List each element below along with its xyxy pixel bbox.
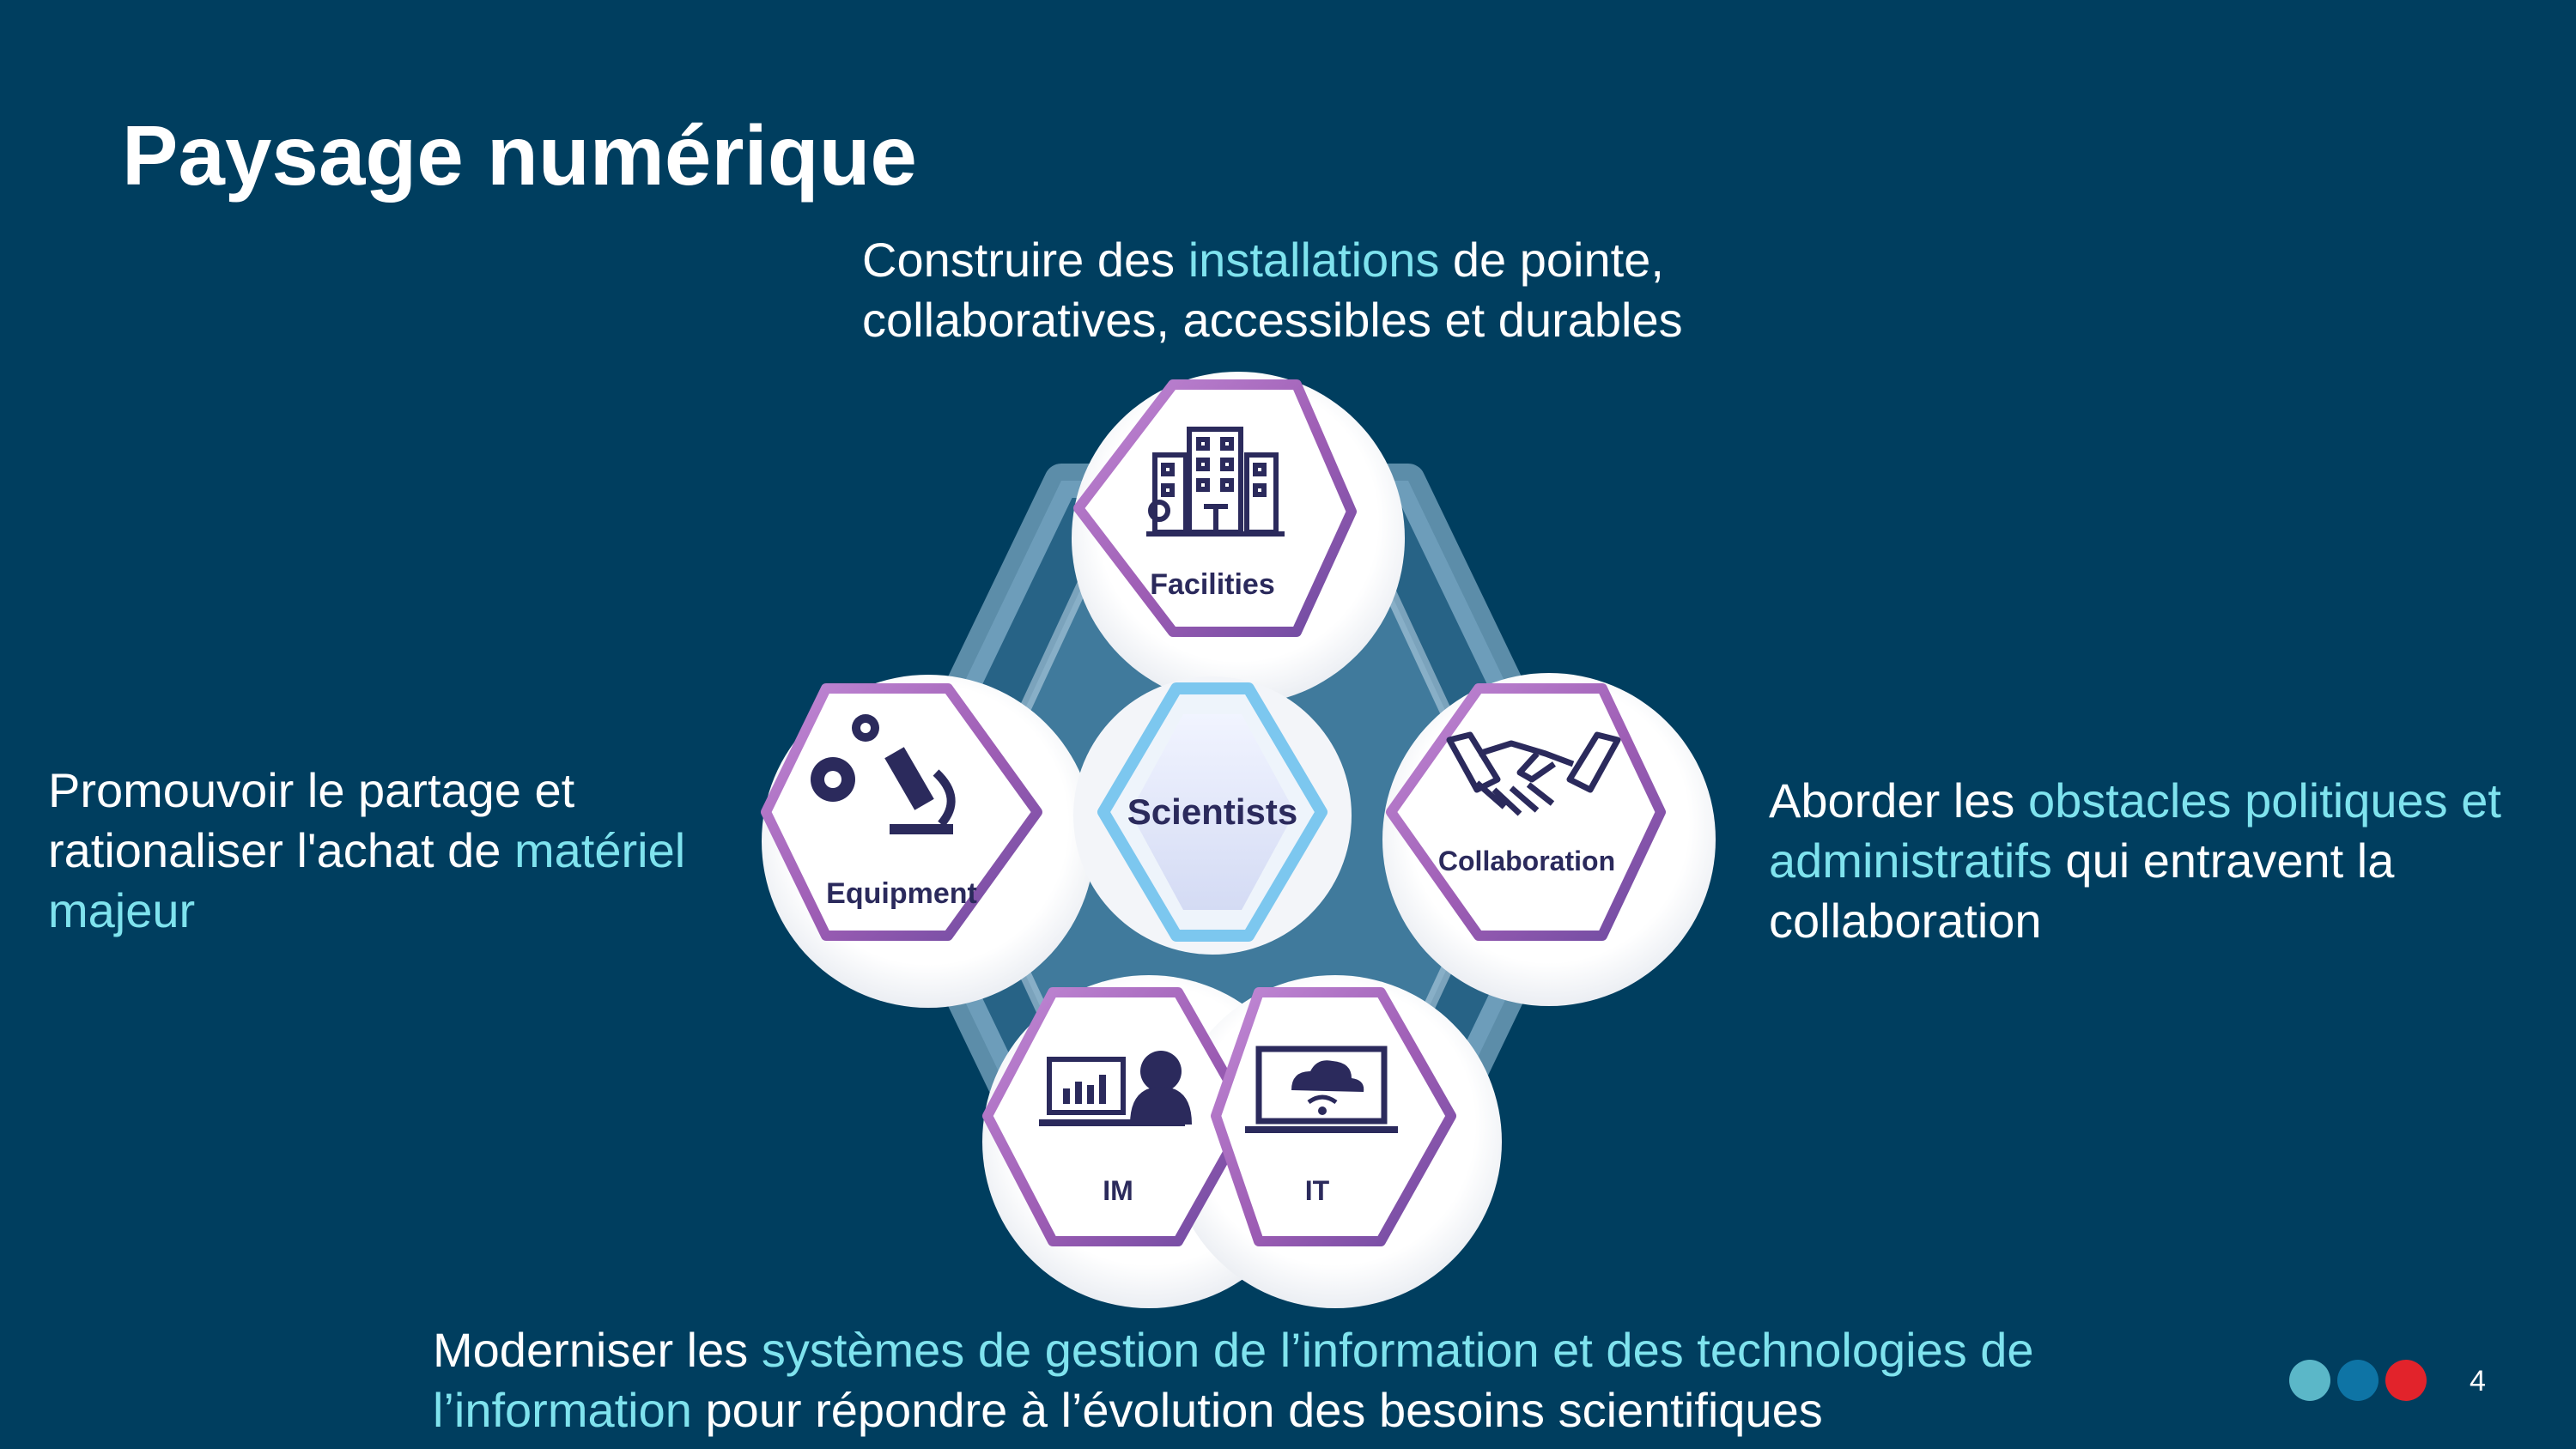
page-number: 4 (2470, 1365, 2486, 1397)
cloud-laptop-icon (1245, 1046, 1398, 1133)
brand-dot-2 (2337, 1360, 2379, 1401)
facilities-text: Construire des installations de pointe, … (862, 230, 1807, 350)
im-it-text: Moderniser les systèmes de gestion de l’… (433, 1320, 2236, 1440)
user-at-dashboard-icon (1039, 1051, 1192, 1126)
im-it-text-post: pour répondre à l’évolution des besoins … (691, 1383, 1823, 1437)
im-node: IM (982, 987, 1254, 1246)
collaboration-text-pre: Aborder les (1769, 773, 2028, 828)
facilities-node: Facilities (1073, 379, 1357, 637)
brand-dots (2289, 1360, 2427, 1401)
building-icon (1146, 427, 1285, 537)
collaboration-text-post: qui entravent la collaboration (1769, 834, 2395, 948)
facilities-text-highlight: installations (1188, 233, 1440, 287)
equipment-text: Promouvoir le partage et rationaliser l'… (48, 761, 787, 941)
it-node: IT (1211, 987, 1456, 1246)
collaboration-text: Aborder les obstacles politiques et admi… (1769, 771, 2559, 951)
collaboration-label: Collaboration (1438, 846, 1615, 876)
facilities-text-pre: Construire des (862, 233, 1188, 287)
brand-dot-3 (2385, 1360, 2427, 1401)
scientists-node: Scientists (1097, 682, 1327, 942)
facilities-label: Facilities (1150, 568, 1275, 601)
im-it-text-pre: Moderniser les (433, 1323, 762, 1377)
facilities-text-post: de pointe, collaboratives, accessibles e… (862, 233, 1683, 347)
brand-dot-1 (2289, 1360, 2330, 1401)
equipment-node: Equipment (761, 683, 1042, 941)
im-it-text-highlight: systèmes de gestion de l’information et … (433, 1323, 2034, 1437)
equipment-text-pre: Promouvoir le partage et rationaliser l'… (48, 763, 575, 877)
collaboration-node: Collaboration (1386, 683, 1666, 941)
microscope-gears-icon (811, 714, 956, 834)
handshake-icon (1446, 731, 1621, 816)
collaboration-text-highlight: obstacles politiques et administratifs (1769, 773, 2501, 888)
equipment-text-highlight: matériel majeur (48, 823, 686, 937)
slide-title: Paysage numérique (122, 108, 917, 203)
equipment-label: Equipment (826, 877, 977, 910)
scientists-label: Scientists (1127, 791, 1297, 832)
im-label: IM (1103, 1175, 1133, 1206)
it-label: IT (1305, 1175, 1330, 1206)
